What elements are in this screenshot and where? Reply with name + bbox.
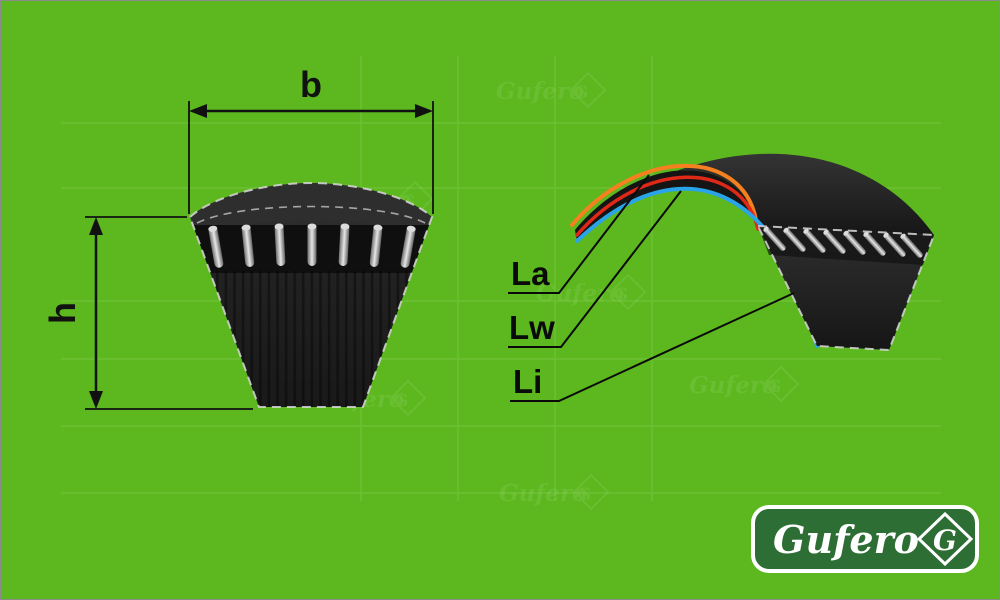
dim-h-arrow-top bbox=[89, 217, 103, 235]
cord-pins bbox=[208, 223, 416, 268]
li-leader-line bbox=[510, 292, 795, 402]
cut-face-cord-pins bbox=[763, 226, 923, 258]
cord-pin bbox=[400, 225, 416, 268]
cord-pin bbox=[843, 230, 866, 255]
cord-pin bbox=[863, 231, 886, 256]
dimension-b: b bbox=[188, 64, 434, 214]
la-leader-line bbox=[508, 174, 650, 294]
belt-top-cap bbox=[190, 183, 432, 237]
dimension-h: h bbox=[42, 216, 253, 410]
cord-pin bbox=[338, 223, 350, 266]
belt-outline-dashed bbox=[188, 181, 434, 408]
lw-leader-line bbox=[508, 190, 682, 348]
cord-pin bbox=[783, 227, 806, 252]
la-label: La bbox=[511, 255, 550, 292]
dim-b-label: b bbox=[300, 64, 322, 105]
watermark bbox=[688, 366, 799, 402]
cord-pin bbox=[823, 229, 846, 254]
logo-brand-text: Gufero bbox=[773, 517, 919, 562]
logo-shield bbox=[916, 511, 974, 567]
right-belt-3d-view bbox=[570, 153, 936, 352]
li-label: Li bbox=[513, 363, 542, 400]
cord-pin bbox=[241, 224, 255, 267]
belt-cap-edge-dashed bbox=[196, 205, 426, 224]
lw-pitch-line bbox=[575, 175, 760, 237]
watermark bbox=[498, 474, 609, 510]
cord-pin bbox=[274, 223, 286, 266]
logo-monogram: G bbox=[933, 524, 957, 557]
length-labels: La Lw Li bbox=[508, 174, 795, 402]
watermark bbox=[495, 72, 606, 108]
logo-badge bbox=[751, 505, 979, 573]
cord-pin bbox=[803, 228, 826, 253]
logo-emblem: G bbox=[916, 511, 974, 567]
dim-h-arrow-bottom bbox=[89, 391, 103, 409]
cord-pin bbox=[208, 225, 224, 268]
brand-logo: Gufero G bbox=[751, 505, 979, 573]
la-outer-line bbox=[570, 163, 758, 227]
cord-pin bbox=[900, 233, 923, 258]
dim-h-label: h bbox=[42, 302, 83, 324]
dim-b-arrow-right bbox=[415, 104, 433, 118]
background-grid bbox=[61, 56, 941, 501]
cord-pin bbox=[307, 223, 317, 266]
lw-label: Lw bbox=[509, 309, 555, 346]
left-belt-cross-section bbox=[188, 181, 434, 408]
dim-b-arrow-left bbox=[189, 104, 207, 118]
cord-pin bbox=[883, 232, 906, 257]
cord-pin bbox=[763, 226, 786, 251]
cord-pin bbox=[369, 224, 383, 267]
